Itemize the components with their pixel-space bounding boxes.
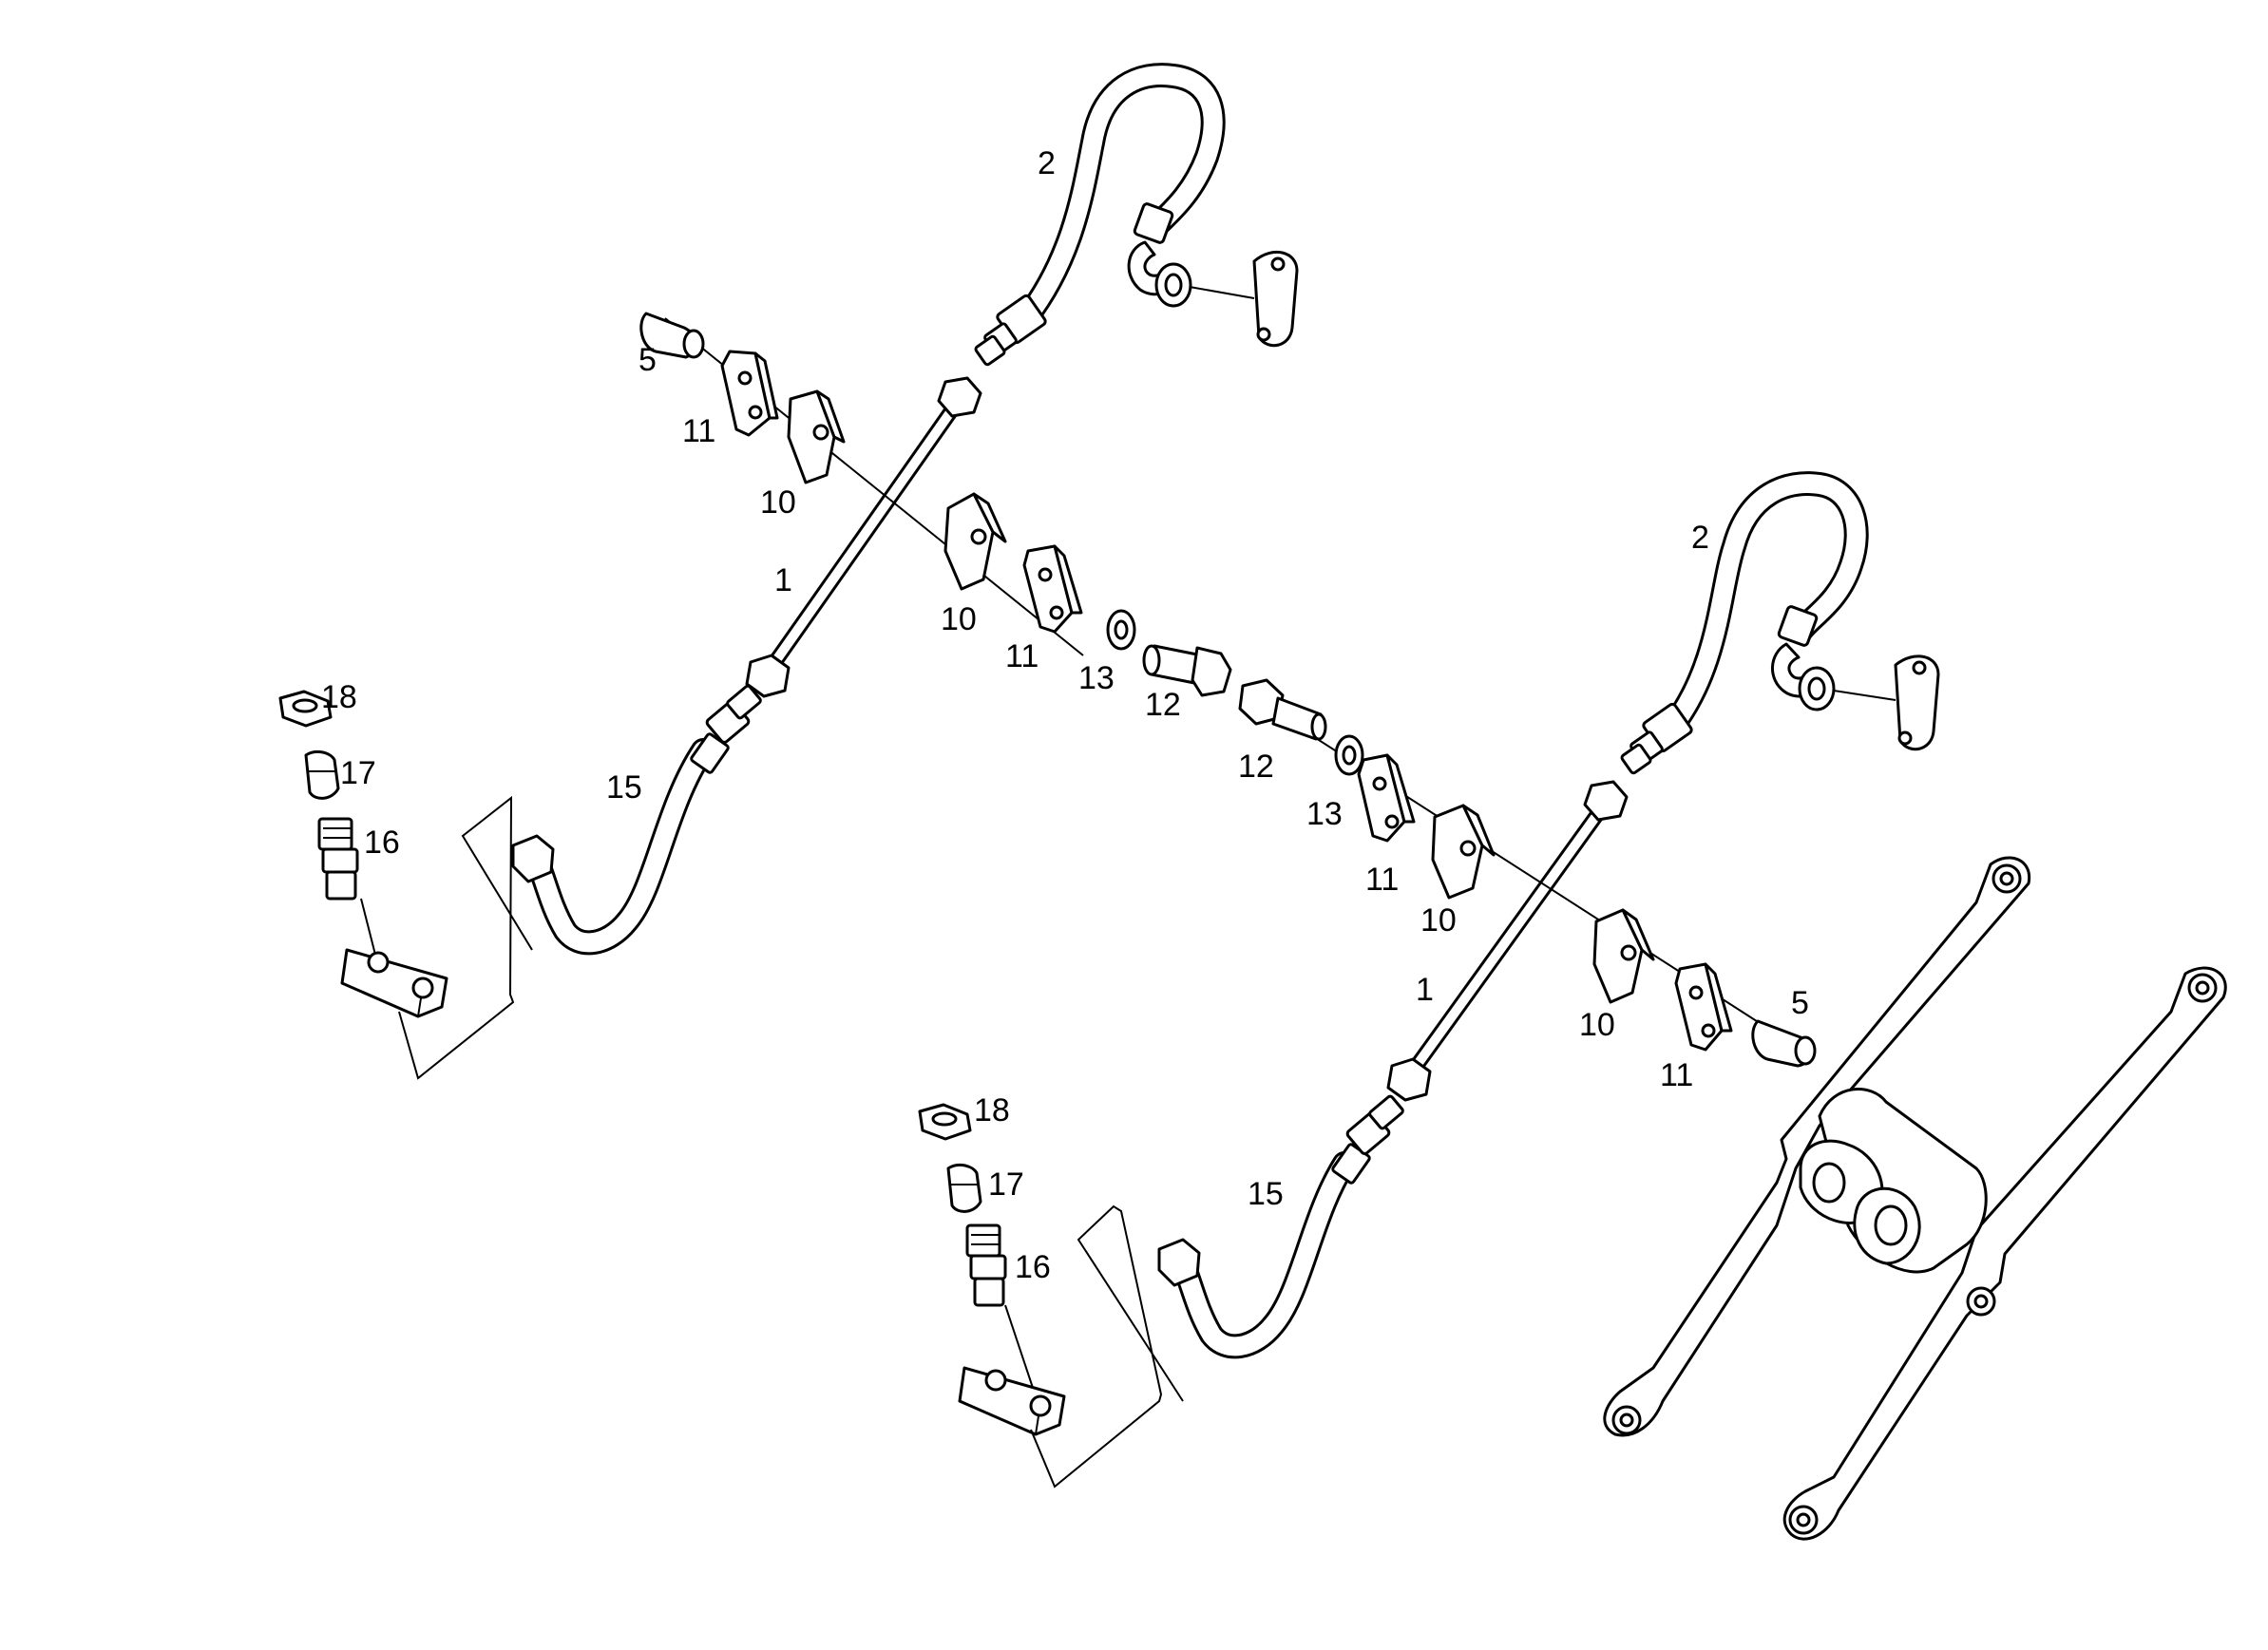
- bracket-11-mid-left: [1022, 544, 1083, 634]
- callout-17-left: 17: [340, 755, 376, 791]
- bracket-11-lower-right: [1674, 962, 1733, 1052]
- plate-right: [958, 1366, 1066, 1436]
- connector-16-left: [317, 817, 359, 901]
- callout-12-left: 12: [1145, 687, 1181, 723]
- callout-2-right: 2: [1691, 520, 1709, 556]
- callout-15-right: 15: [1248, 1176, 1284, 1212]
- clamp-10-mid-left: [943, 492, 1007, 591]
- callout-1-left: 1: [774, 562, 792, 598]
- callout-13-left: 13: [1078, 660, 1115, 696]
- lower-clamp-chain-right: [1238, 678, 1817, 1068]
- hose-2-right: [1620, 471, 1940, 775]
- hose-15-right: [1157, 1094, 1404, 1359]
- pipe-1-right: [1386, 780, 1629, 1102]
- nut-18-left: [278, 690, 333, 728]
- callout-10-mid-right: 10: [1420, 902, 1457, 939]
- sleeve-17-right: [946, 1163, 982, 1213]
- clamp-10-mid-right: [1431, 804, 1496, 900]
- sleeve-17-left: [304, 749, 340, 800]
- callout-11-mid-right: 11: [1365, 862, 1399, 898]
- clamp-10-upper-left: [787, 389, 846, 484]
- washer-13-left: [1106, 609, 1136, 651]
- bracket-11-upper-left: [720, 350, 779, 437]
- spacer-5-left: [639, 312, 705, 359]
- connector-16-right: [965, 1223, 1007, 1307]
- callout-labels: 2 5 11 10 1 10 11 13 12 18 17 16 15 2 12…: [321, 145, 1809, 1285]
- bracket-11-mid-right: [1357, 753, 1416, 843]
- upper-clamp-chain-left: [639, 312, 1232, 697]
- callout-10-mid-left: 10: [941, 601, 977, 637]
- hose-2-right-fitting: [1620, 702, 1693, 775]
- nut-18-right: [918, 1103, 972, 1141]
- hose-2-left-fitting: [974, 294, 1047, 367]
- callout-5-right: 5: [1791, 985, 1809, 1021]
- callout-11-mid-left: 11: [1005, 638, 1039, 674]
- callout-2-left: 2: [1038, 145, 1056, 181]
- plate-left: [340, 948, 448, 1018]
- callout-18-right: 18: [974, 1092, 1010, 1128]
- callout-12-right: 12: [1238, 749, 1274, 785]
- callout-16-right: 16: [1015, 1249, 1051, 1285]
- bolt-12-left: [1142, 644, 1232, 697]
- spacer-5-right: [1751, 1019, 1817, 1068]
- clamp-10-lower-right: [1592, 908, 1655, 1004]
- fitting-stack-right: [918, 1103, 1184, 1489]
- loader-arm-frame: [1603, 856, 2227, 1541]
- callout-1-right: 1: [1416, 972, 1434, 1008]
- callout-13-right: 13: [1306, 796, 1343, 832]
- callout-18-left: 18: [321, 679, 357, 715]
- bolt-12-right: [1238, 678, 1327, 741]
- callout-17-right: 17: [988, 1166, 1024, 1203]
- right-assembly: [918, 471, 2227, 1541]
- callout-10-lower-right: 10: [1579, 1007, 1615, 1043]
- left-assembly: [278, 63, 1299, 1080]
- hose-15-left: [511, 684, 762, 956]
- pipe-1-left: [745, 376, 982, 698]
- callout-11-lower-right: 11: [1660, 1057, 1693, 1093]
- callout-11-upper-left: 11: [682, 413, 715, 449]
- hose-2-left: [974, 63, 1299, 367]
- callout-5-left: 5: [638, 342, 657, 378]
- callout-15-left: 15: [606, 769, 642, 806]
- callout-16-left: 16: [364, 825, 400, 861]
- washer-13-right: [1334, 734, 1364, 776]
- callout-10-upper-left: 10: [760, 484, 796, 521]
- fitting-stack-left: [278, 690, 533, 1080]
